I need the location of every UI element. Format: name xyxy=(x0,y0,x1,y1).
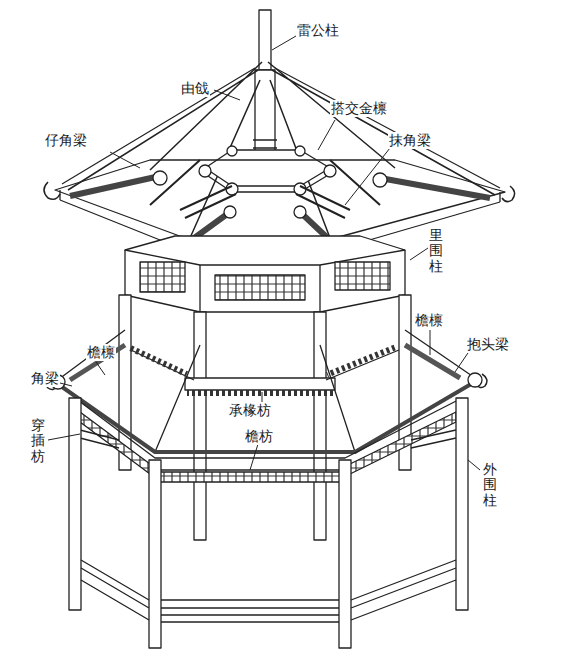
part-label: 仔角梁 xyxy=(44,132,88,149)
part-label: 由戗 xyxy=(180,80,210,97)
part-label: 外围柱 xyxy=(482,462,498,508)
part-label: 抹角梁 xyxy=(388,132,432,149)
part-label: 抱头梁 xyxy=(466,336,510,353)
part-label: 搭交金檩 xyxy=(330,100,388,117)
part-label: 穿插枋 xyxy=(30,418,46,464)
part-label: 承椽枋 xyxy=(228,402,272,419)
part-label: 雷公柱 xyxy=(296,22,340,39)
part-label: 檐枋 xyxy=(244,428,274,445)
part-label: 里围柱 xyxy=(428,228,444,274)
part-label: 檐檩 xyxy=(86,344,116,361)
part-label: 檐檩 xyxy=(414,312,444,329)
part-label: 角梁 xyxy=(30,370,60,387)
